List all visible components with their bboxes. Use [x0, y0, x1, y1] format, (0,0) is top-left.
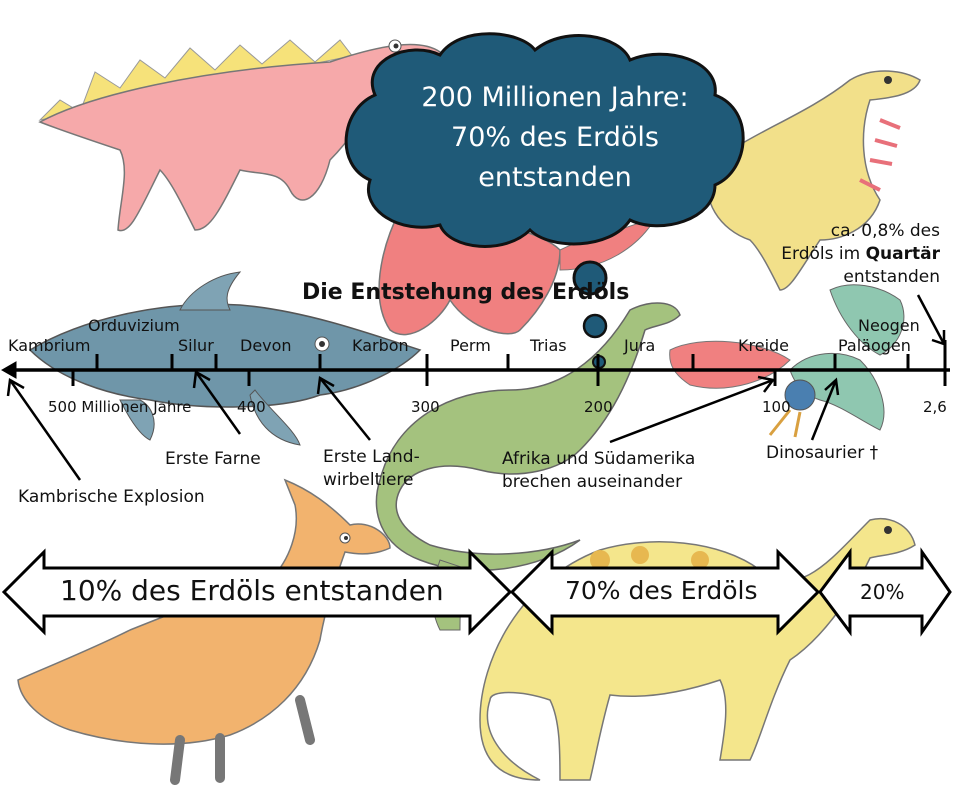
tick-label-200: 200: [584, 398, 613, 416]
period-devon: Devon: [240, 336, 292, 355]
phase-arrows: [1, 547, 952, 637]
cloud-text: 200 Millionen Jahre: 70% des Erdöls ents…: [395, 78, 715, 198]
note-quartaer-line-1: ca. 0,8% des: [830, 221, 940, 241]
note-landwirbeltiere-line-2: wirbeltiere: [323, 470, 414, 490]
note-quartaer-bold: Quartär: [865, 244, 940, 264]
note-quartaer-line-2: Erdöls im Quartär: [766, 243, 940, 266]
cloud-line-1: 200 Millionen Jahre:: [421, 82, 689, 113]
phase-label-10-percent: 10% des Erdöls entstanden: [60, 574, 444, 607]
period-neogen: Neogen: [858, 316, 920, 335]
tick-label-300: 300: [411, 398, 440, 416]
tick-label-2-6: 2,6: [923, 398, 947, 416]
period-orduvizium: Orduvizium: [88, 316, 180, 335]
note-quartaer-line-3: entstanden: [843, 267, 940, 287]
tick-label-100: 100: [762, 398, 791, 416]
cloud-line-2: 70% des Erdöls: [451, 122, 659, 153]
thought-cloud: [344, 32, 745, 369]
note-dinosaurier-extinction: Dinosaurier †: [766, 443, 879, 463]
note-landwirbeltiere: Erste Land- wirbeltiere: [323, 446, 420, 492]
note-landwirbeltiere-line-1: Erste Land-: [323, 447, 420, 467]
annotation-arrows: [6, 294, 946, 481]
note-erste-farne: Erste Farne: [165, 449, 261, 469]
phase-label-20-percent: 20%: [860, 580, 905, 604]
tick-label-500: 500 Millionen Jahre: [48, 398, 192, 416]
period-kambrium: Kambrium: [8, 336, 91, 355]
timeline-axis: [0, 340, 950, 386]
note-afrika-line-1: Afrika und Südamerika: [502, 449, 696, 469]
note-kambrische-explosion: Kambrische Explosion: [18, 487, 205, 507]
period-karbon: Karbon: [352, 336, 409, 355]
diagram-title: Die Entstehung des Erdöls: [302, 280, 630, 305]
note-afrika-line-2: brechen auseinander: [502, 472, 683, 492]
tick-label-400: 400: [237, 398, 266, 416]
note-quartaer: ca. 0,8% des Erdöls im Quartär entstande…: [766, 220, 940, 289]
pink-dinosaur-illustration: [38, 39, 442, 232]
period-perm: Perm: [450, 336, 491, 355]
period-trias: Trias: [530, 336, 567, 355]
note-afrika-suedamerika: Afrika und Südamerika brechen auseinande…: [502, 448, 695, 494]
period-silur: Silur: [178, 336, 214, 355]
cloud-line-3: entstanden: [478, 162, 632, 193]
note-quartaer-line-2a: Erdöls im: [781, 244, 866, 264]
phase-label-70-percent: 70% des Erdöls: [565, 576, 758, 605]
orange-dinosaur-illustration: [17, 478, 391, 785]
period-palaeogen: Paläogen: [838, 336, 911, 355]
period-jura: Jura: [624, 336, 656, 355]
period-kreide: Kreide: [738, 336, 790, 355]
